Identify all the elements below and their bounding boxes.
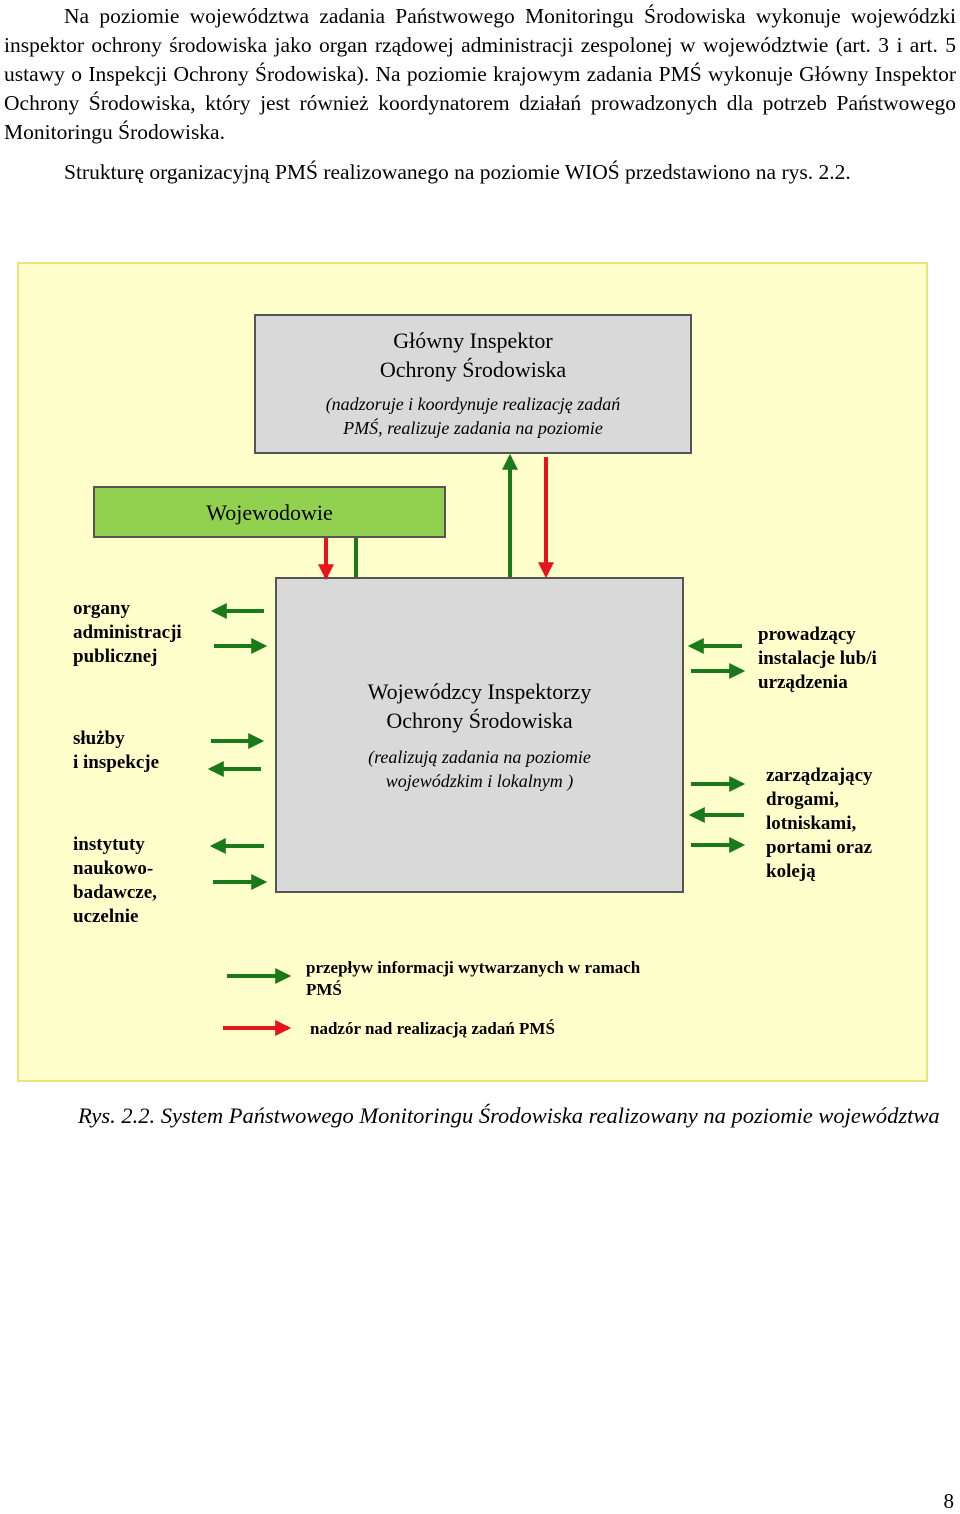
wojewodowie-title: Wojewodowie [206,500,333,525]
left-group-services: służby i inspekcje [73,727,159,775]
gios-desc-line2: PMŚ, realizuje zadania na poziomie [343,418,603,438]
intro-paragraph: Na poziomie województwa zadania Państwow… [4,4,956,144]
gios-desc-line1: (nadzoruje i koordynuje realizację zadań [325,394,621,414]
legend-green-label: przepływ informacji wytwarzanych w ramac… [306,957,640,1001]
structure-paragraph: Strukturę organizacyjną PMŚ realizowaneg… [64,160,851,184]
right-group-line: prowadzący [758,624,856,645]
left-group-line: badawcze, [73,882,157,903]
diagram-arrows [207,453,746,1036]
right-group-line: koleją [766,861,816,882]
wios-title-line1: Wojewódzcy Inspektorzy [367,679,592,704]
page-number: 8 [943,1489,955,1513]
figure-caption: Rys. 2.2. System Państwowego Monitoringu… [78,1103,940,1128]
right-group-line: lotniskami, [766,813,857,834]
left-group-line: służby [73,728,125,749]
left-group-line: administracji [73,622,182,643]
wios-desc-line1: (realizują zadania na poziomie [368,747,591,767]
wios-box: Wojewódzcy Inspektorzy Ochrony Środowisk… [275,577,684,893]
legend-red-label: nadzór nad realizacją zadań PMŚ [310,1019,555,1038]
left-group-line: naukowo- [73,858,154,879]
left-group-line: uczelnie [73,906,139,927]
left-group-line: publicznej [73,646,158,667]
wios-title-line2: Ochrony Środowiska [386,708,573,733]
legend-green-line2: PMŚ [306,980,342,999]
right-group-infrastructure-managers: zarządzający drogami, lotniskami, portam… [766,764,873,884]
left-group-line: instytuty [73,834,145,855]
gios-title-line2: Ochrony Środowiska [379,357,567,382]
right-group-line: urządzenia [758,672,848,693]
right-group-line: drogami, [766,789,840,810]
left-group-line: i inspekcje [73,752,160,773]
left-group-research-institutes: instytuty naukowo- badawcze, uczelnie [73,833,157,929]
left-group-public-administration: organy administracji publicznej [73,597,182,669]
wios-desc-line2: wojewódzkim i lokalnym ) [385,771,574,791]
right-group-installations: prowadzący instalacje lub/i urządzenia [758,623,877,695]
gios-box: Główny Inspektor Ochrony Środowiska (nad… [254,314,692,454]
legend-green-line1: przepływ informacji wytwarzanych w ramac… [306,958,641,977]
right-group-line: portami oraz [766,837,873,858]
left-group-line: organy [73,598,130,619]
right-group-line: instalacje lub/i [758,648,877,669]
right-group-line: zarządzający [766,765,873,786]
wojewodowie-box: Wojewodowie [93,486,446,538]
gios-title-line1: Główny Inspektor [393,328,553,353]
